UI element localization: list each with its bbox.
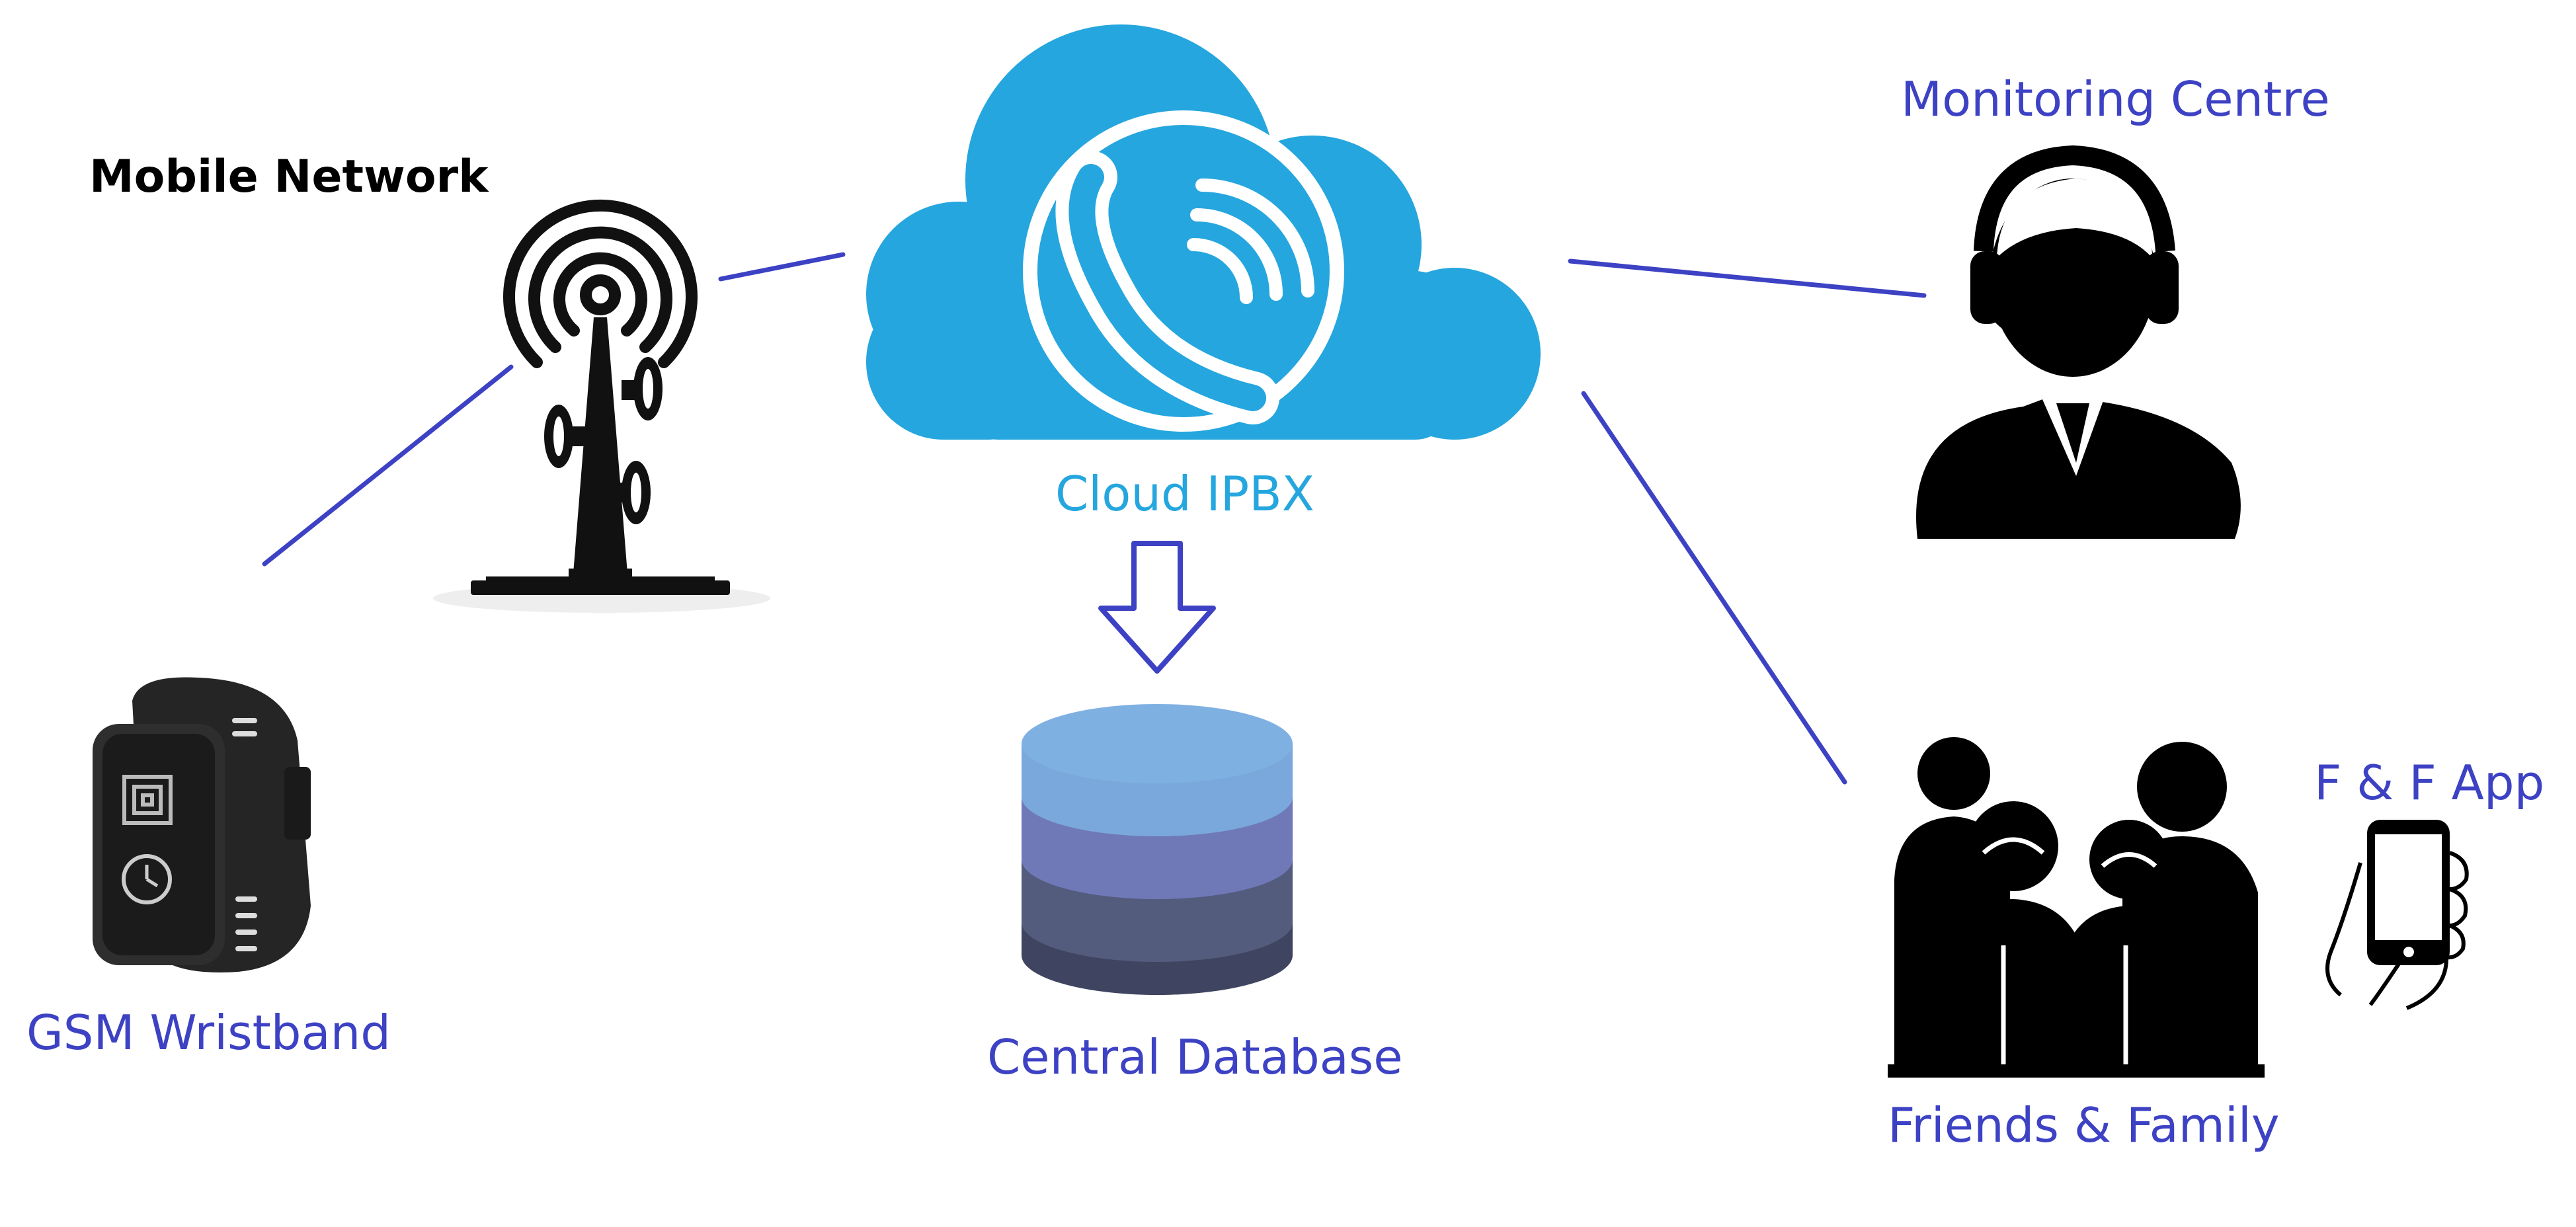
connector-wristband-tower <box>262 364 514 567</box>
connector-cloud-monitor <box>1568 258 1927 298</box>
friends-family-label: Friends & Family <box>1888 1097 2280 1153</box>
down-arrow-icon <box>1098 541 1216 674</box>
smartphone-hand-icon <box>2325 820 2469 1010</box>
database-icon <box>1022 704 1293 995</box>
connector-cloud-family <box>1581 391 1847 785</box>
cloud-ipbx-label: Cloud IPBX <box>1055 466 1314 522</box>
mobile-network-label: Mobile Network <box>89 151 489 203</box>
cell-tower-icon <box>433 199 770 613</box>
family-group-icon <box>1888 737 2265 1078</box>
ff-app-label: F & F App <box>2314 755 2545 811</box>
cloud-phone-icon <box>866 24 1541 440</box>
monitoring-centre-label: Monitoring Centre <box>1901 71 2330 127</box>
connector-tower-cloud <box>718 252 846 282</box>
central-database-label: Central Database <box>987 1029 1403 1085</box>
operator-headset-icon <box>1916 145 2241 539</box>
gsm-wristband-label: GSM Wristband <box>26 1005 391 1060</box>
connectors <box>262 252 1927 785</box>
wristband-icon <box>93 677 311 972</box>
